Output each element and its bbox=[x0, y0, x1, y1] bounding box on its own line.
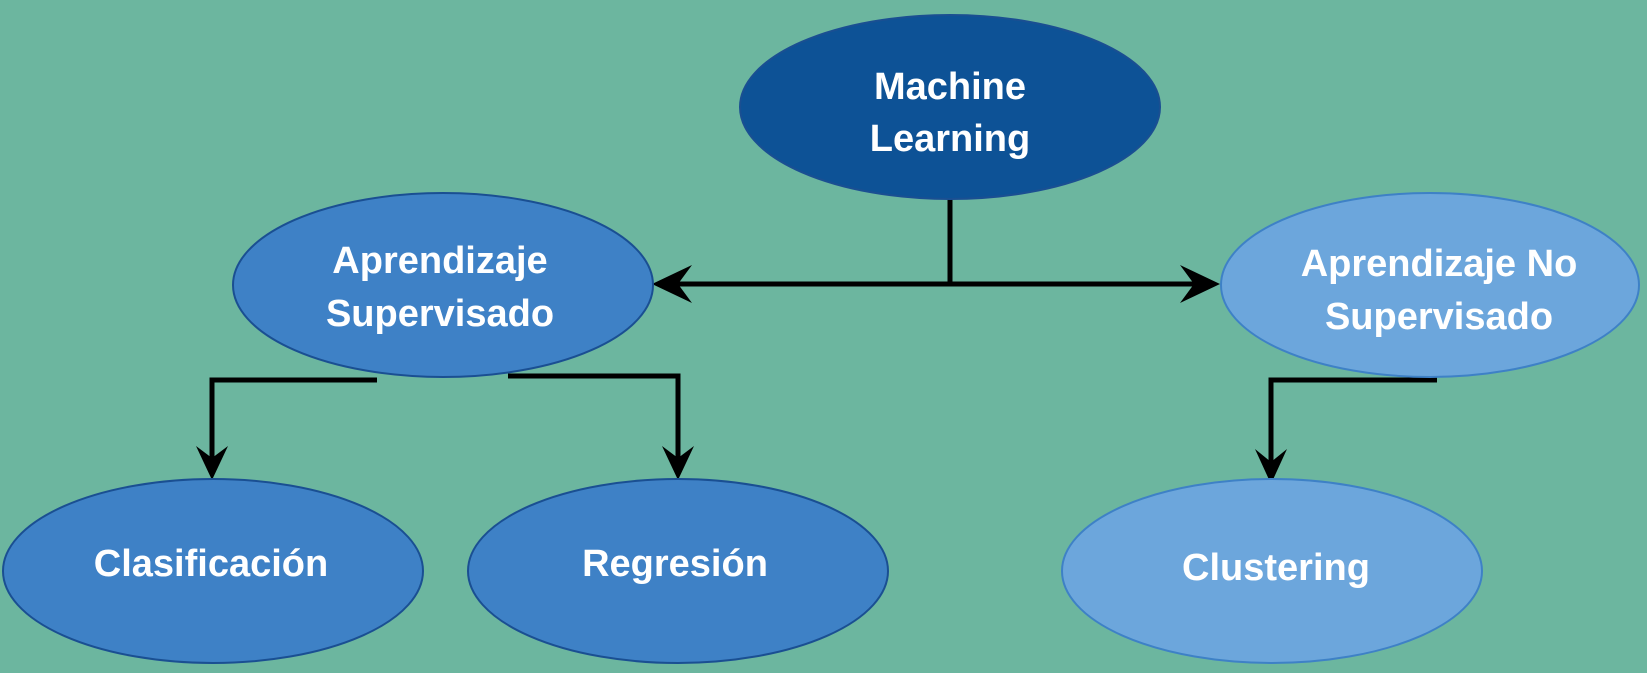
node-supervised-label-line1: Aprendizaje bbox=[332, 240, 547, 282]
node-root-shape bbox=[739, 14, 1161, 200]
node-root-label-line2: Learning bbox=[870, 118, 1030, 160]
node-unsupervised-label-line2: Supervisado bbox=[1325, 296, 1553, 338]
node-regression-label: Regresión bbox=[582, 543, 768, 585]
node-unsupervised-label-line1: Aprendizaje No bbox=[1301, 243, 1578, 285]
node-unsupervised: Aprendizaje No Supervisado bbox=[1220, 192, 1640, 378]
node-supervised-label-line2: Supervisado bbox=[326, 293, 554, 335]
edge-unsupervised-to-clustering bbox=[1268, 377, 1437, 462]
edges bbox=[196, 198, 1437, 484]
node-clustering-label: Clustering bbox=[1182, 547, 1370, 589]
node-supervised-shape bbox=[232, 192, 654, 378]
arrowhead-to-clustering bbox=[1255, 449, 1287, 484]
node-classification-shape bbox=[2, 478, 424, 664]
node-unsupervised-shape bbox=[1220, 192, 1640, 378]
arrowhead-to-supervised bbox=[652, 265, 692, 303]
arrowhead-to-regression bbox=[662, 446, 694, 480]
node-root-label-line1: Machine bbox=[874, 66, 1026, 108]
node-classification: Clasificación bbox=[2, 478, 424, 664]
node-regression: Regresión bbox=[467, 478, 889, 664]
arrowhead-to-classification bbox=[196, 446, 228, 480]
node-clustering: Clustering bbox=[1061, 478, 1483, 664]
node-root: Machine Learning bbox=[739, 14, 1161, 200]
node-clustering-shape bbox=[1061, 478, 1483, 664]
node-regression-shape bbox=[467, 478, 889, 664]
edge-supervised-to-regression bbox=[508, 373, 681, 462]
edge-supervised-to-classification bbox=[209, 377, 377, 462]
node-classification-label: Clasificación bbox=[94, 543, 328, 585]
arrowhead-to-unsupervised bbox=[1180, 265, 1220, 303]
node-supervised: Aprendizaje Supervisado bbox=[232, 192, 654, 378]
